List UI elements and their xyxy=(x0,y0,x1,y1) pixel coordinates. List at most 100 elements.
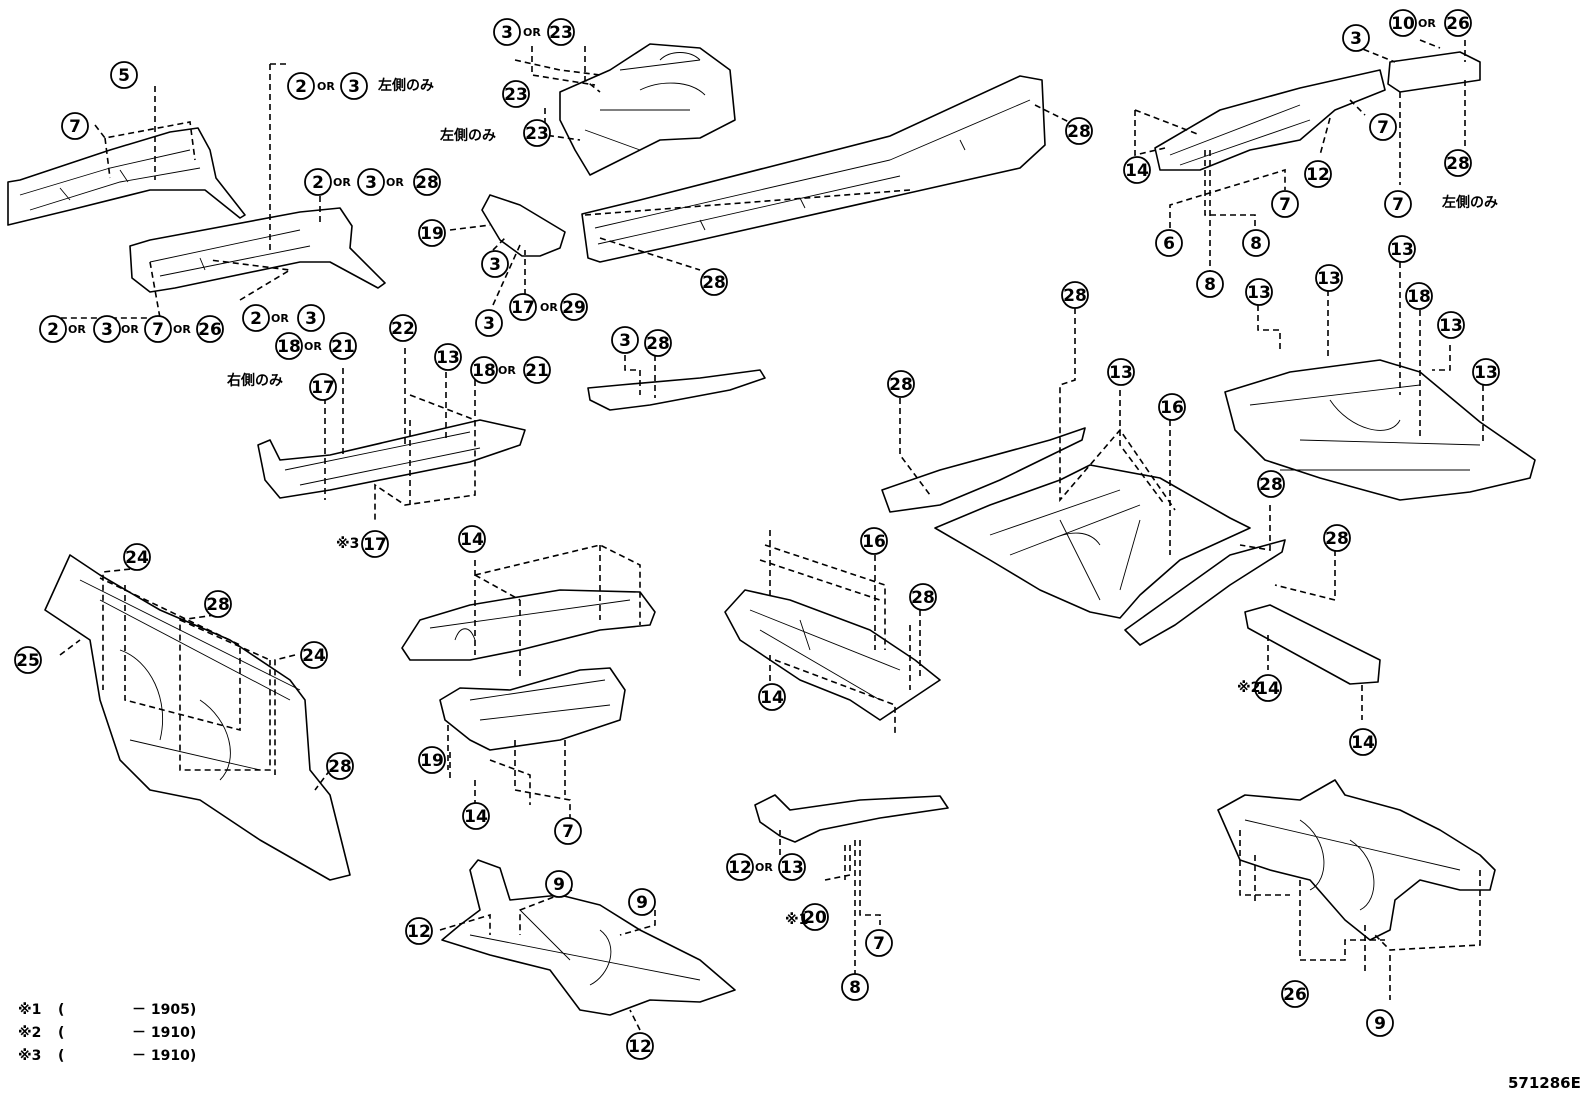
callout-number: 7 xyxy=(152,320,164,340)
callout-12: 12 xyxy=(405,917,433,945)
callout-circle xyxy=(329,332,357,360)
callout-number: 13 xyxy=(1109,363,1133,383)
callout-number: 12 xyxy=(407,922,431,942)
callout-28: 28 xyxy=(887,370,915,398)
callout-circle xyxy=(502,80,530,108)
callout-5: 5 xyxy=(110,61,138,89)
callout-number: 19 xyxy=(420,224,444,244)
callout-19: 19 xyxy=(418,746,446,774)
callout-number: 9 xyxy=(553,875,565,895)
callout-circle xyxy=(1384,190,1412,218)
callout-16: 16 xyxy=(1158,393,1186,421)
callout-number: 28 xyxy=(646,334,670,354)
callout-circle xyxy=(560,293,588,321)
callout-number: 7 xyxy=(1279,195,1291,215)
callout-17: 17 xyxy=(509,293,537,321)
callout-circle xyxy=(300,641,328,669)
callout-circle xyxy=(326,752,354,780)
callout-circle xyxy=(462,802,490,830)
callout-16: 16 xyxy=(860,527,888,555)
callout-number: 28 xyxy=(911,588,935,608)
leader-line xyxy=(624,355,656,398)
legend-row: ※2 ( － 1910) xyxy=(18,1025,196,1041)
callout-circle xyxy=(1405,282,1433,310)
callout-circle xyxy=(1349,728,1377,756)
callout-circle xyxy=(1444,149,1472,177)
callout-7: 7 xyxy=(1271,190,1299,218)
dash-panel-detail xyxy=(79,579,301,781)
note-left-only: 左側のみ xyxy=(439,127,496,144)
callout-number: 14 xyxy=(760,688,784,708)
callout-24: 24 xyxy=(300,641,328,669)
callout-number: 21 xyxy=(331,337,355,357)
callout-number: 3 xyxy=(101,320,113,340)
callout-number: 8 xyxy=(1204,275,1216,295)
callout-circle xyxy=(434,343,462,371)
or-connector: OR xyxy=(304,340,322,353)
callout-circle xyxy=(39,315,67,343)
or-connector: OR xyxy=(121,323,139,336)
callout-circle xyxy=(611,326,639,354)
callout-14: 14 xyxy=(1254,674,1282,702)
callout-3: 3 xyxy=(93,315,121,343)
callout-number: 2 xyxy=(250,309,262,329)
leader-line xyxy=(50,196,321,319)
suspension-tower xyxy=(559,43,736,176)
callout-number: 13 xyxy=(1247,283,1271,303)
callout-23: 23 xyxy=(523,119,551,147)
legend-range: － 1910) xyxy=(132,1048,196,1064)
note-mark-3: ※3 xyxy=(336,536,359,552)
callout-3: 3 xyxy=(357,168,385,196)
rear-crossmember xyxy=(1244,604,1381,685)
callout-number: 18 xyxy=(472,361,496,381)
callout-number: 5 xyxy=(118,66,130,86)
legend-range: － 1910) xyxy=(132,1025,196,1041)
callout-8: 8 xyxy=(1196,270,1224,298)
callout-number: 29 xyxy=(562,298,586,318)
floor-crossmember-detail xyxy=(469,679,611,721)
callout-13: 13 xyxy=(1245,278,1273,306)
front-suspension-crossmember xyxy=(441,859,736,1016)
callout-circle xyxy=(1196,270,1224,298)
callout-7: 7 xyxy=(61,112,89,140)
callout-number: 3 xyxy=(348,77,360,97)
leader-line xyxy=(474,544,641,680)
callout-number: 14 xyxy=(1125,161,1149,181)
callout-circle xyxy=(860,527,888,555)
callout-28: 28 xyxy=(700,268,728,296)
callout-7: 7 xyxy=(1384,190,1412,218)
floor-tunnel-cover xyxy=(401,589,656,661)
callout-number: 23 xyxy=(525,124,549,144)
annotation-notes: 左側のみ 左側のみ 左側のみ 右側のみ ※3 ※2 ※1 xyxy=(226,77,1498,928)
callout-number: 14 xyxy=(464,807,488,827)
callout-21: 21 xyxy=(329,332,357,360)
rear-floor-pan xyxy=(1224,359,1536,501)
leader-line xyxy=(269,63,290,250)
callout-circle xyxy=(470,356,498,384)
callout-circle xyxy=(644,329,672,357)
callout-number: 26 xyxy=(1446,14,1470,34)
callout-9: 9 xyxy=(1366,1009,1394,1037)
leader-line xyxy=(449,224,526,306)
callout-number: 14 xyxy=(460,530,484,550)
callout-circle xyxy=(887,370,915,398)
callout-number: 18 xyxy=(277,337,301,357)
callout-14: 14 xyxy=(1349,728,1377,756)
rear-floor-side-left xyxy=(881,427,1086,513)
callout-circle xyxy=(340,72,368,100)
callout-12: 12 xyxy=(626,1032,654,1060)
callout-number: 9 xyxy=(1374,1014,1386,1034)
callout-circle xyxy=(242,304,270,332)
callout-28: 28 xyxy=(909,583,937,611)
callout-17: 17 xyxy=(309,373,337,401)
callout-circle xyxy=(481,250,509,278)
rear-floor-side-right xyxy=(1124,539,1286,646)
or-connector: OR xyxy=(540,301,558,314)
callout-circle xyxy=(1281,980,1309,1008)
callout-circle xyxy=(61,112,89,140)
callout-22: 22 xyxy=(389,314,417,342)
dash-panel xyxy=(44,554,351,881)
callout-number: 16 xyxy=(862,532,886,552)
